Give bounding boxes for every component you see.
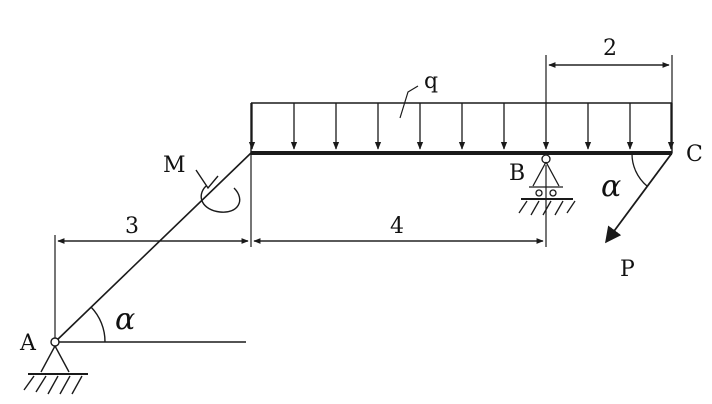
roller-support-b	[518, 154, 576, 216]
dimension-label-4: 4	[390, 214, 404, 239]
hinge-a	[50, 337, 60, 347]
dimension-joint-to-b: 4	[253, 165, 547, 247]
angle-arc-a	[90, 306, 106, 343]
dimension-label-3: 3	[125, 214, 139, 239]
force-p-label: P	[620, 257, 635, 282]
force-p-arrow	[605, 152, 673, 244]
moment-arrowhead	[195, 169, 219, 190]
inclined-member	[54, 152, 252, 343]
moment-arrow	[200, 185, 241, 213]
moment-label: M	[163, 153, 186, 178]
load-label: q	[424, 69, 438, 94]
angle-label-c: α	[601, 169, 621, 204]
hinge-b	[541, 154, 551, 164]
point-c-label: C	[686, 142, 703, 167]
point-a-label: A	[19, 331, 37, 356]
angle-label-a: α	[115, 302, 135, 337]
dimension-a-to-joint: 3	[54, 153, 252, 342]
angle-arc-c	[631, 152, 648, 187]
dimension-label-2: 2	[603, 36, 617, 61]
pin-support-a	[23, 337, 88, 395]
dimension-b-to-c: 2	[545, 36, 673, 103]
distributed-load-arrows	[248, 103, 675, 150]
point-b-label: B	[509, 161, 525, 186]
load-label-leader	[399, 85, 419, 119]
